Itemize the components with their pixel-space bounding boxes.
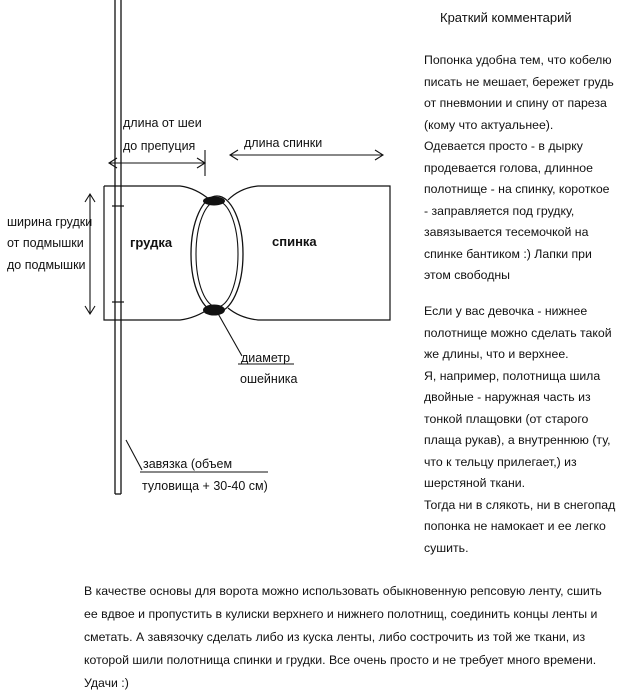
back-length-arrow [228,149,385,161]
neck-to-chest-arrow [107,150,207,176]
collar-pointer [215,309,294,365]
label-collar-2: ошейника [240,372,298,386]
pattern-diagram: длина от шеи до препуция длина спинки ши… [7,0,391,495]
chest-width-arrow [84,192,96,316]
comment-paragraph-1: Попонка удобна тем, что кобелю писать не… [424,53,614,282]
label-tie-2: туловища + 30-40 см) [142,479,268,493]
comment-title: Краткий комментарий [440,10,572,25]
label-tie-1: завязка (объем [143,457,232,471]
tie-strap [114,0,122,495]
tie-pointer [125,439,268,473]
label-back: спинка [272,234,317,249]
comment-paragraph-2: Если у вас девочка - нижнее полотнище мо… [424,304,616,555]
label-chest-width-2: от подмышки [7,236,84,250]
label-chest: грудка [130,235,173,250]
label-back-length: длина спинки [244,136,322,150]
bottom-note: В качестве основы для ворота можно испол… [84,584,602,690]
label-chest-width-3: до подмышки [7,258,86,272]
label-neck-to-chest-2: до препуция [123,139,195,153]
collar-ring [190,195,244,316]
label-chest-width-1: ширина грудки [7,215,92,229]
label-neck-to-chest-1: длина от шеи [123,116,202,130]
strap-ticks [112,205,124,303]
back-panel [227,185,391,321]
label-collar-1: диаметр [241,351,290,365]
